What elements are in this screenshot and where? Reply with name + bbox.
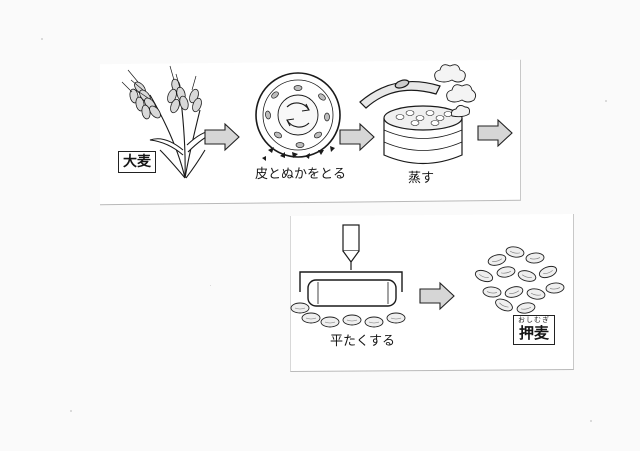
scan-speck [605,100,607,102]
roller-press-icon [290,224,406,328]
flow-arrow-icon [204,123,240,151]
step-label-flatten: 平たくする [330,334,396,349]
step-label-pressed-barley: 押麦 [518,323,549,342]
scan-speck [70,410,72,412]
step-label-barley: 大麦 [118,151,156,173]
steamer-icon [359,64,477,165]
barley-plant-icon [121,65,217,179]
step-label-pressed-barley-ruby: おしむぎ [518,316,550,324]
pressed-barley-grains-icon [473,245,565,315]
step-label-pressed-barley-box: おしむぎ 押麦 [513,315,555,346]
flow-arrow-icon [419,282,455,310]
scan-speck [210,285,211,286]
scan-speck [41,38,43,40]
polishing-mill-icon [255,72,341,161]
flow-arrow-icon [339,123,375,151]
scan-speck [590,420,592,422]
step-label-steam: 蒸す [408,171,435,186]
flow-arrow-icon [477,119,513,147]
step-label-remove-bran: 皮とぬかをとる [255,167,347,182]
